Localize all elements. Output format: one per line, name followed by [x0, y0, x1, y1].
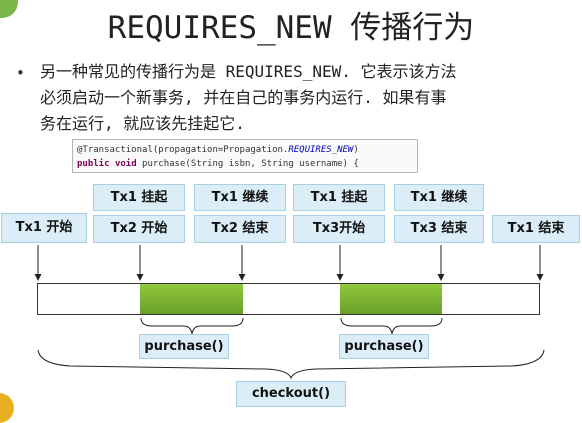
- brace-purchase-1: [140, 317, 244, 335]
- event-tx3-end: Tx3 结束: [394, 215, 484, 243]
- description-line: 必须启动一个新事务, 并在自己的事务内运行. 如果有事: [40, 88, 447, 107]
- event-tx1-start: Tx1 开始: [1, 213, 87, 243]
- brace-checkout: [37, 349, 545, 380]
- timeline-bar: [37, 283, 540, 315]
- code-snippet: @Transactional(propagation=Propagation.R…: [72, 139, 418, 173]
- event-tx3-start: Tx3开始: [293, 215, 385, 243]
- tx3-segment: [340, 284, 442, 314]
- description-line: 务在运行, 就应该先挂起它.: [40, 114, 245, 133]
- page-title: REQUIRES_NEW 传播行为: [107, 10, 475, 46]
- label-purchase: purchase(): [339, 334, 429, 359]
- event-tx1-resume: Tx1 继续: [394, 184, 484, 211]
- event-tx1-end: Tx1 结束: [492, 215, 580, 243]
- description-line: 另一种常见的传播行为是 REQUIRES_NEW. 它表示该方法: [40, 62, 457, 81]
- event-tx2-end: Tx2 结束: [194, 215, 286, 243]
- event-tx1-resume: Tx1 继续: [194, 184, 286, 211]
- label-purchase: purchase(): [139, 334, 229, 359]
- event-tx1-suspend: Tx1 挂起: [293, 184, 385, 211]
- label-checkout: checkout(): [236, 381, 346, 407]
- code-line-signature: public void purchase(String isbn, String…: [77, 159, 359, 169]
- code-line-annotation: @Transactional(propagation=Propagation.R…: [77, 145, 359, 155]
- event-tx1-suspend: Tx1 挂起: [93, 184, 185, 211]
- tx2-segment: [140, 284, 243, 314]
- event-tx2-start: Tx2 开始: [93, 215, 185, 243]
- brace-purchase-2: [340, 317, 443, 335]
- bullet-icon: •: [16, 64, 25, 82]
- arrows-and-braces: [34, 245, 545, 380]
